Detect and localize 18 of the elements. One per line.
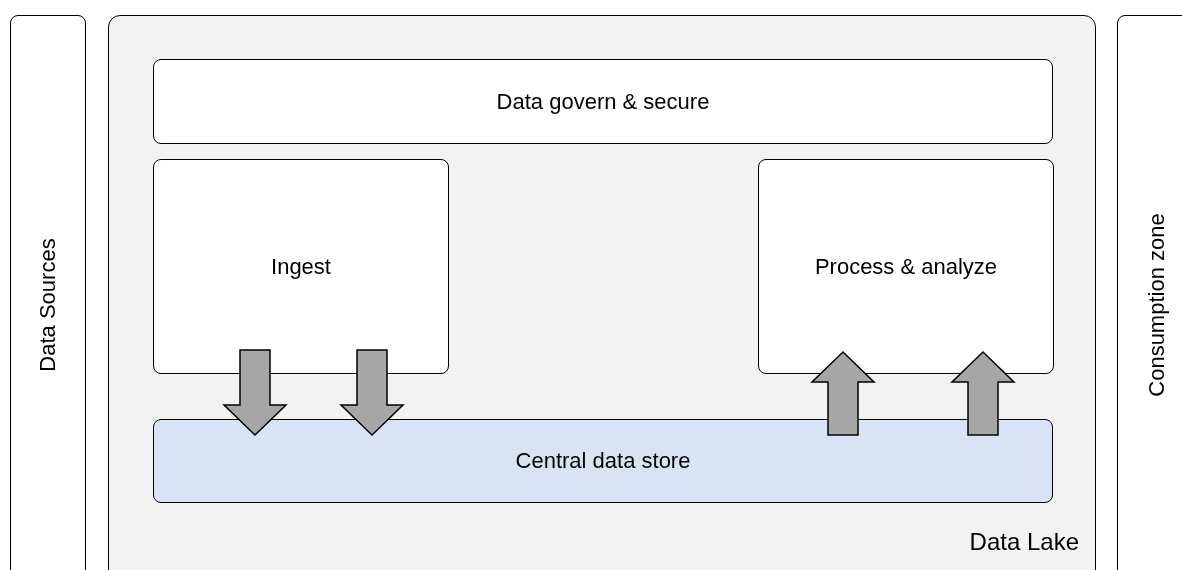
block-arrow [339,349,405,437]
container-title: Data Lake [969,528,1079,556]
box-label: Process & analyze [813,253,999,280]
layer-box [153,59,1053,144]
panel-title: Data Sources [35,238,61,372]
process-box [153,159,449,374]
storage-box [153,419,1053,503]
panel-title: Consumption zone [1144,213,1170,397]
box-label: Data govern & secure [495,88,711,115]
container-panel [108,15,1096,570]
box-label: Ingest [270,253,332,280]
side-panel [10,15,86,570]
process-box [758,159,1054,374]
block-arrow [810,350,876,436]
box-label: Central data store [514,448,692,474]
block-arrow [222,349,288,437]
block-arrow [950,350,1016,436]
side-panel [1117,15,1182,570]
